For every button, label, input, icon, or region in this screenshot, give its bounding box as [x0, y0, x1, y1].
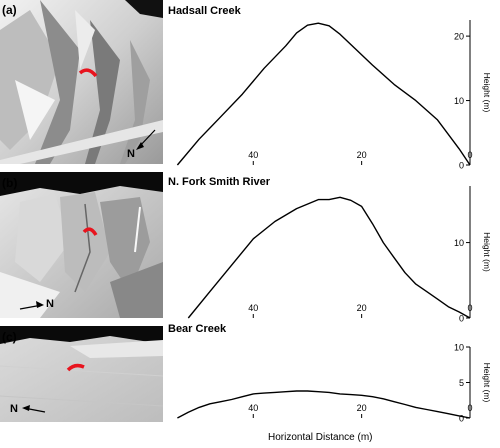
profile-line-1 [187, 196, 471, 319]
chart-title-n-fork-smith-river: N. Fork Smith River [168, 176, 271, 188]
y-tick-label-2-10: 10 [454, 343, 464, 353]
scarp-highlight-b [82, 227, 98, 236]
panel-letter-b: (b) [2, 176, 18, 190]
x-tick-label-2-0: 0 [467, 403, 472, 413]
hillshade-image-hadsall-creek: N [0, 0, 163, 164]
scarp-highlight-a [78, 68, 98, 78]
chart-title-bear-creek: Bear Creek [168, 323, 227, 335]
x-tick-label-2-20: 20 [357, 403, 367, 413]
y-axis-label-2: Height (m) [482, 363, 492, 403]
y-tick-label-1-0: 0 [459, 314, 464, 324]
hillshade-graphic-c [0, 326, 163, 422]
y-axis-label-0: Height (m) [482, 73, 492, 113]
chart-title-hadsall-creek: Hadsall Creek [168, 5, 241, 17]
y-tick-label-1-10: 10 [454, 238, 464, 248]
x-tick-label-0-0: 0 [467, 150, 472, 160]
panel-letter-c: (c) [2, 330, 17, 344]
profile-line-2 [177, 390, 471, 419]
north-label-c: N [10, 403, 18, 415]
x-tick-label-1-0: 0 [467, 303, 472, 313]
y-tick-label-2-0: 0 [459, 414, 464, 424]
x-tick-label-1-20: 20 [357, 303, 367, 313]
hillshade-graphic-a [0, 0, 163, 164]
y-tick-label-0-10: 10 [454, 96, 464, 106]
y-axis-label-1: Height (m) [482, 232, 492, 272]
panel-letter-a: (a) [2, 3, 17, 17]
x-tick-label-2-40: 40 [248, 403, 258, 413]
y-tick-label-0-20: 20 [454, 32, 464, 42]
scarp-highlight-c [66, 363, 85, 372]
x-tick-label-0-20: 20 [357, 150, 367, 160]
hillshade-graphic-b [0, 172, 163, 318]
x-tick-label-1-40: 40 [248, 303, 258, 313]
hillshade-image-n-fork-smith-river: N [0, 172, 163, 318]
x-tick-label-0-40: 40 [248, 150, 258, 160]
profile-line-0 [176, 22, 471, 166]
y-tick-label-0-0: 0 [459, 161, 464, 171]
x-axis-label: Horizontal Distance (m) [268, 432, 373, 443]
north-label-a: N [127, 148, 135, 160]
y-tick-label-2-5: 5 [459, 378, 464, 388]
north-label-b: N [46, 298, 54, 310]
hillshade-image-bear-creek: N [0, 326, 163, 422]
